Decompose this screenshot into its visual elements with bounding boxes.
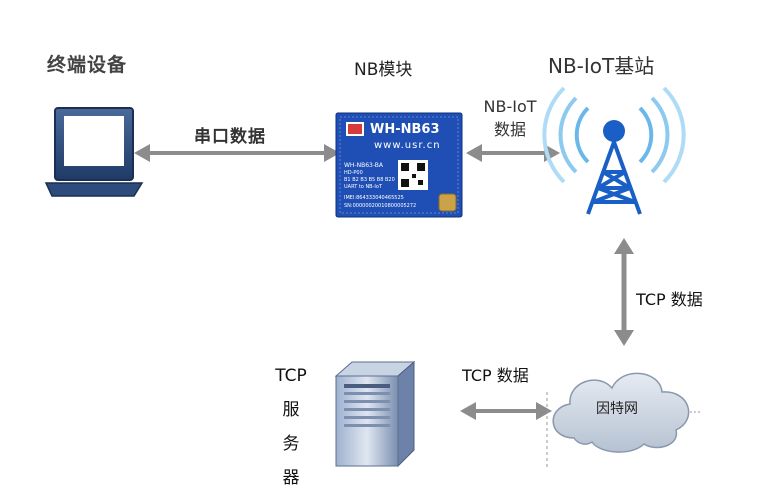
tcp-server-label-line-4: 器 [282,468,300,488]
nb-iot-data-label-line-1: NB-IoT [483,97,537,116]
tcp-server-label-line-1: TCP [275,366,307,386]
internet-cloud-label: 因特网 [596,401,638,417]
module-line-2: HD-P00 [344,170,363,176]
module-line-1: WH-NB63-BA [344,162,384,169]
server-icon [334,360,416,468]
module-brand-name: WH-NB63 [370,122,440,137]
terminal-computer-icon [44,107,144,197]
module-line-6: SN:00000020010800005272 [344,203,417,209]
nb-module-label: NB模块 [354,60,413,80]
tcp-data-horizontal-label: TCP 数据 [462,366,529,385]
tcp-server-label: TCP 服 务 器 [275,359,307,495]
nb-iot-data-label-line-2: 数据 [493,120,526,139]
base-station-tower-icon [542,86,686,215]
nb-iot-station-label: NB-IoT基站 [548,54,655,78]
tcp-data-vertical-label: TCP 数据 [636,290,703,309]
nb-iot-data-label: NB-IoT 数据 [470,95,550,141]
module-line-4: UART to NB-IoT [344,184,383,190]
tcp-vertical-arrow [614,238,634,346]
tcp-server-label-line-2: 服 [282,400,300,420]
tcp-server-label-line-3: 务 [282,434,300,454]
serial-data-arrow [134,144,340,162]
internet-cloud-icon [552,372,700,453]
module-line-3: B1 B2 B3 B5 B8 B20 [344,177,395,183]
tcp-horizontal-arrow [460,392,552,470]
module-website: www.usr.cn [374,140,441,151]
module-line-5: IMEI:864333040465525 [344,195,404,201]
serial-data-label: 串口数据 [194,127,266,147]
nb-module-board [335,112,463,218]
terminal-device-label: 终端设备 [47,54,128,76]
